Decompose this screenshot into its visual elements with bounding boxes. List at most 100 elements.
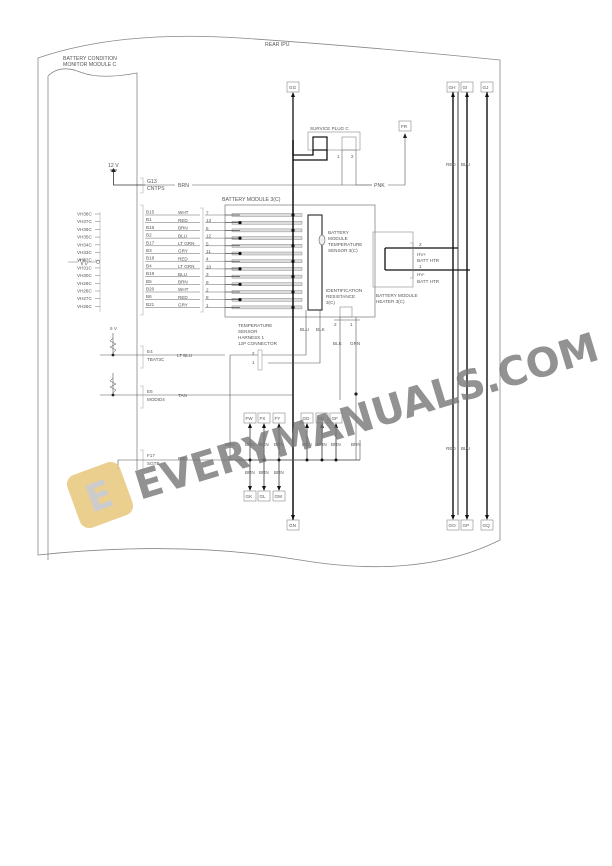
harness-line-2: SENSOR [238, 329, 258, 334]
cntps-pin: G13 [147, 179, 157, 185]
ground-connector: FX [260, 416, 266, 421]
connector-gn: GN [289, 523, 296, 528]
heater-box: 2 HV+ BATT HTR 1 HV- BATT HTR BATTERY MO… [372, 231, 470, 304]
ground-wire-label: BRN [317, 442, 327, 447]
cell-pin: B15 [146, 210, 155, 215]
heater-title-1: BATTERY MODULE [376, 293, 418, 298]
arrow-up-icon [403, 133, 407, 138]
watermark-logo-icon [66, 461, 134, 529]
ground-connector: FY [275, 416, 281, 421]
ground-connector: GE [318, 416, 325, 421]
cntps-wire: BRN [178, 183, 189, 189]
ground-down-connector: GL [260, 494, 267, 499]
hv-top-connector: GH [449, 85, 456, 90]
cell-vh-label: VH36C [77, 227, 92, 232]
cell-vh-label: VH28C [77, 289, 92, 294]
service-plug-title: SURVICE PLUG C [310, 126, 349, 131]
id-pin-1: 1 [350, 322, 353, 327]
blk-wire: BLK [316, 327, 326, 332]
harness-line-4: 12P CONNECTOR [238, 341, 278, 346]
cell-wire-color: BLU [178, 233, 187, 238]
cell-wire-color: WHT [178, 210, 189, 215]
cell-wire-color: BRN [178, 226, 188, 231]
heater-pin-2: 2 [419, 242, 422, 247]
ground-down-connector: GK [246, 494, 254, 499]
ground-down-connector: GM [275, 494, 283, 499]
cell-vh-label: VH27C [77, 296, 92, 301]
cell-vh-label: VH30C [77, 273, 92, 278]
cell-vh-label: VH32C [77, 258, 92, 263]
cell-terminal: 8 [206, 295, 209, 300]
module-title-2: MONITOR MODULE C [63, 62, 116, 68]
sensor-label-2: MODULE [328, 236, 348, 241]
harness-line-3: HARNESS 1 [238, 335, 264, 340]
ground-connector: GF [332, 416, 339, 421]
cell-pin: B16 [146, 225, 155, 230]
tbat-wire: LT BLU [177, 353, 192, 358]
cell-vh-label: VH37C [77, 219, 92, 224]
service-plug: SURVICE PLUG C 1 2 FR [292, 95, 412, 186]
cell-vh-label: VH26C [77, 304, 92, 309]
cell-wire-color: BRN [178, 280, 188, 285]
tbat-circuit: 5 V E4 TBAT3C LT BLU E5 MODID4 TAN F17 S… [100, 326, 361, 471]
cell-terminal: 4 [206, 257, 209, 262]
cell-wire-color: RED [178, 256, 188, 261]
pnk-wire: PNK [374, 183, 385, 189]
ground-wire-label: BRN [245, 470, 255, 475]
hv-bottom-connector: GO [449, 523, 457, 528]
12v-label: 12 V [108, 163, 119, 169]
watermark: E EVERYMANUALS.COM [66, 325, 604, 529]
cell-pin: B21 [146, 302, 155, 307]
hv-minus-2: BATT HTR [417, 279, 440, 284]
cntps-name: CNTPS [147, 186, 165, 192]
cell-terminal: 7 [206, 211, 209, 216]
cell-wire-color: BLU [178, 272, 187, 277]
cell-pin: B19 [146, 271, 155, 276]
cell-pin: B4 [146, 263, 152, 268]
cell-pin: B5 [146, 279, 152, 284]
blu-wire: BLU [300, 327, 309, 332]
modid-name: MODID4 [147, 397, 165, 402]
cntps-circuit: 12 V G13 CNTPS BRN PNK [108, 133, 407, 194]
cell-pin: B6 [146, 294, 152, 299]
heater-pin-1: 1 [419, 264, 422, 269]
hv-red-bottom: RED [446, 446, 456, 451]
hv-blu-top: BLU [461, 162, 470, 167]
hv-bottom-connector: GP [463, 523, 470, 528]
hv-rails [452, 92, 488, 515]
cell-wire-color: RED [178, 295, 188, 300]
cell-vh-label: VH31C [77, 265, 92, 270]
tbat-name: TBAT3C [147, 357, 165, 362]
battery-module-box: BATTERY MODULE 3(C) BATTERY MODULE TEMPE… [222, 140, 376, 520]
hv-plus-2: BATT HTR [417, 258, 440, 263]
id-blk-wire: BLK [333, 341, 343, 346]
tbat-pin: E4 [147, 349, 153, 354]
ground-wire-label: BRN [259, 470, 269, 475]
ground-wire-label: BRN [245, 442, 255, 447]
cell-wire-color: GRY [178, 249, 188, 254]
hv-bottom-connector: GQ [483, 523, 491, 528]
cell-vh-label: VH33C [77, 250, 92, 255]
ground-wire-label: BRN [259, 442, 269, 447]
ground-wire-label: BRN [274, 442, 284, 447]
id-grn-wire: GRN [350, 341, 360, 346]
cell-wire-color: LT GRN [178, 264, 194, 269]
cell-terminal: 12 [206, 234, 212, 239]
modid-pin: E5 [147, 389, 153, 394]
watermark-text: EVERYMANUALS.COM [129, 325, 604, 510]
ground-wire-label: BRN [274, 470, 284, 475]
cell-terminal: 9 [206, 280, 209, 285]
ground-wire-label: BRN [331, 442, 341, 447]
cell-pin: B20 [146, 287, 155, 292]
ground-wire-label: BRN [302, 442, 312, 447]
hv-top-connector: GJ [483, 85, 489, 90]
